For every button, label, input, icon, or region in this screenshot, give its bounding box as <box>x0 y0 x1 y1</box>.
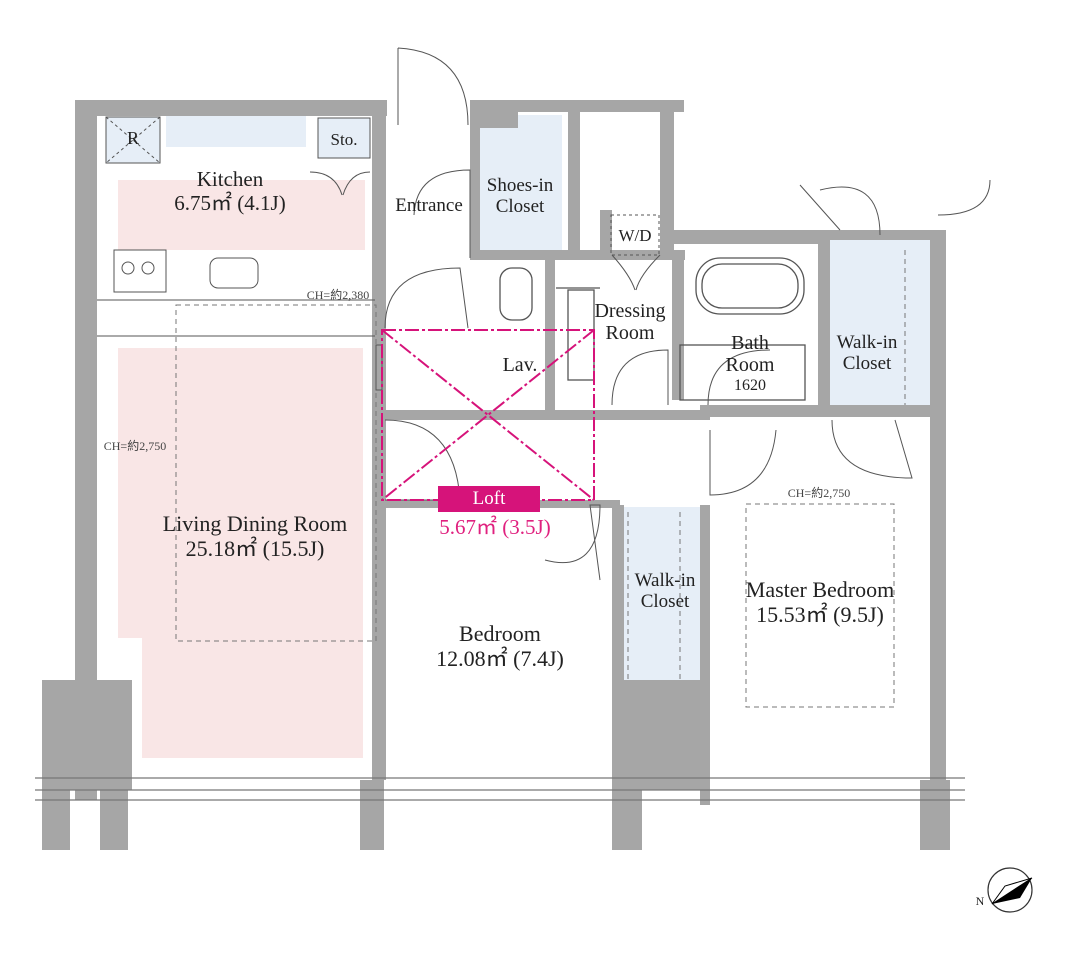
living-ceiling-height: CH=約2,750 <box>103 439 167 453</box>
kitchen-fixtures <box>97 116 375 337</box>
walls <box>42 100 950 850</box>
living-floor-tint-lower <box>142 636 363 758</box>
entrance-label: Entrance <box>395 195 463 216</box>
lavatory-label: Lav. <box>502 354 538 376</box>
floor-tints <box>106 115 930 758</box>
sink <box>209 257 259 289</box>
storage-box <box>317 117 371 159</box>
cooktop <box>113 249 167 293</box>
kitchen-ceiling-height: CH=約2,380 <box>306 288 370 302</box>
master-ceiling-height: CH=約2,750 <box>787 486 851 500</box>
kitchen-floor-tint <box>118 180 365 250</box>
storage-tint <box>318 118 370 158</box>
compass-icon <box>987 867 1033 913</box>
loft-tag: Loft <box>438 486 540 512</box>
fridge-tint <box>106 117 160 163</box>
shoes-closet-tint <box>478 115 562 255</box>
compass-north-label: N <box>975 894 985 908</box>
counter-tint <box>166 115 306 147</box>
ceiling-outlines <box>175 250 906 708</box>
walkin-closet-1-tint <box>830 240 930 410</box>
bathtub <box>695 257 805 315</box>
walkin-closet-2-tint <box>622 507 706 682</box>
toilet <box>499 267 533 321</box>
living-floor-tint <box>118 348 363 638</box>
fridge-box <box>105 116 161 164</box>
fridge-label: R <box>126 128 139 148</box>
storage-label: Sto. <box>330 130 358 149</box>
loft-area-label: 5.67㎡ (3.5J) <box>439 515 551 539</box>
washer-dryer-label: W/D <box>618 226 652 245</box>
balcony-rail <box>35 777 965 801</box>
